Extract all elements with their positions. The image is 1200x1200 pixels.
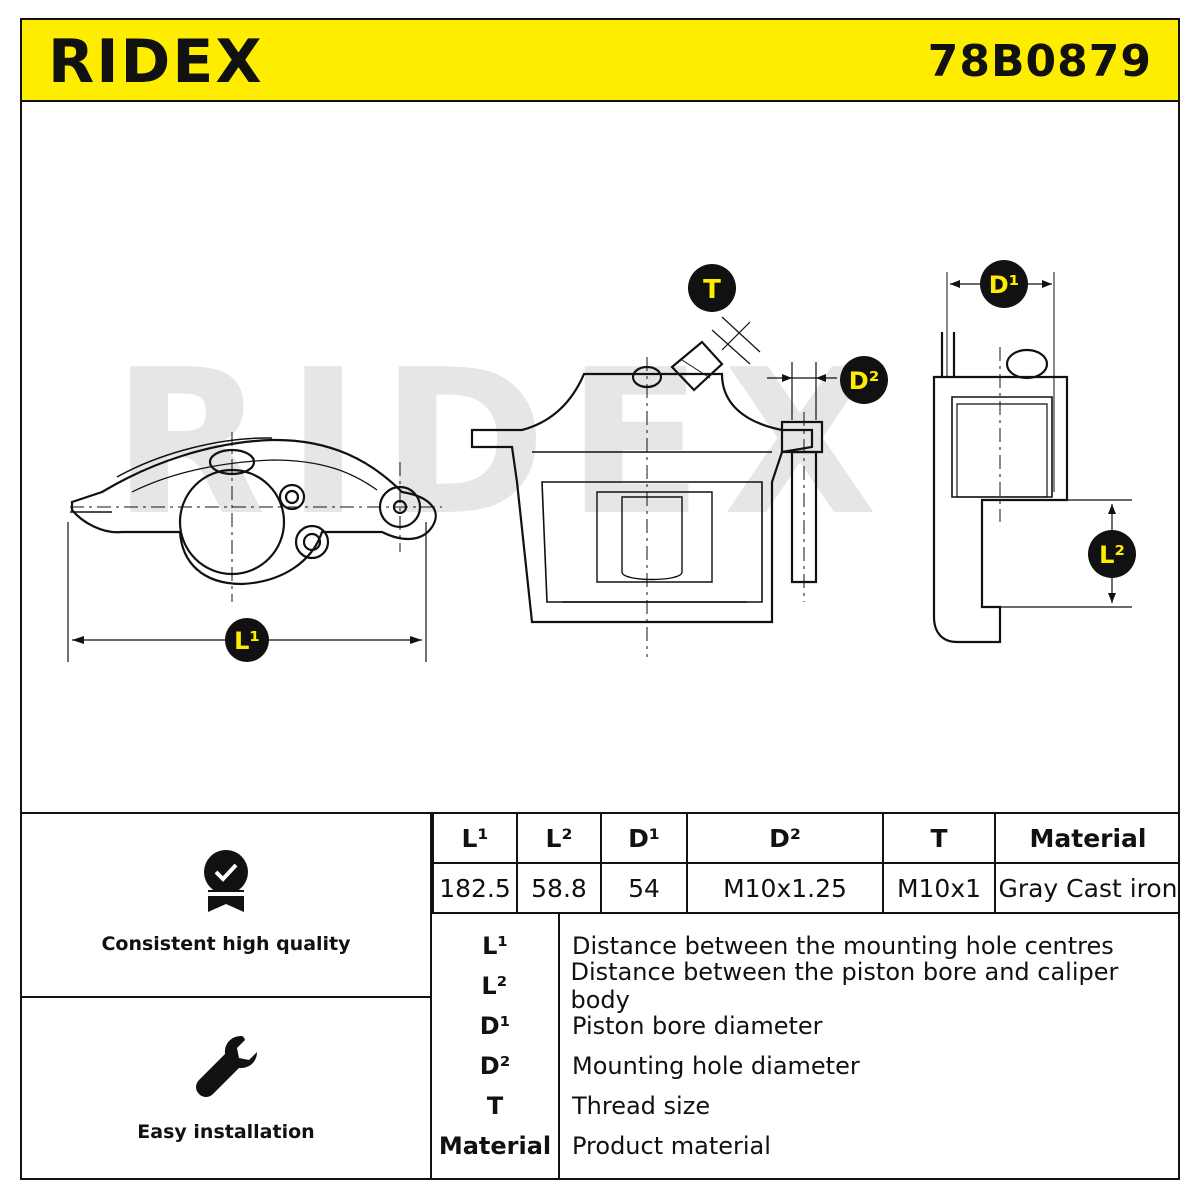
legend-description: Distance between the piston bore and cal… <box>570 958 1119 1014</box>
feature-divider <box>20 996 432 998</box>
callout-T: T <box>688 264 736 312</box>
caliper-front-view <box>470 316 837 657</box>
svg-text:T: T <box>703 275 721 305</box>
legend-key: T <box>486 1092 504 1120</box>
legend-description: Piston bore diameter <box>572 1012 823 1040</box>
legend: L¹ Distance between the mounting hole ce… <box>432 914 1178 1166</box>
legend-key: D¹ <box>479 1012 511 1040</box>
callout-D2: D² <box>840 356 888 404</box>
legend-row: T Thread size <box>432 1086 1178 1126</box>
feature-installation: Easy installation <box>22 1030 430 1143</box>
spec-header-d2: D² <box>686 814 884 864</box>
feature-quality-label: Consistent high quality <box>101 933 351 955</box>
part-number: 78B0879 <box>927 36 1152 87</box>
legend-description: Distance between the mounting hole centr… <box>572 932 1114 960</box>
spec-value-l1: 182.5 <box>432 862 518 914</box>
quality-badge-icon <box>204 850 248 912</box>
spec-value-d2: M10x1.25 <box>686 862 884 914</box>
brand-logo: RIDEX <box>48 27 264 96</box>
spec-table: L¹ L² D¹ D² T Material 182.5 58.8 54 M10… <box>432 814 1180 914</box>
spec-header-l1: L¹ <box>432 814 518 864</box>
caliper-technical-drawing: RIDEX L¹ <box>67 260 1136 662</box>
svg-text:L¹: L¹ <box>234 627 260 655</box>
legend-key: L¹ <box>482 932 508 960</box>
spec-table-value-row: 182.5 58.8 54 M10x1.25 M10x1 Gray Cast i… <box>432 862 1180 914</box>
legend-row: L¹ Distance between the mounting hole ce… <box>432 926 1178 966</box>
legend-key: L² <box>481 972 508 1000</box>
spec-header-t: T <box>882 814 996 864</box>
caliper-side-view <box>67 432 442 662</box>
caliper-section-view <box>932 272 1132 644</box>
spec-value-d1: 54 <box>600 862 688 914</box>
svg-text:D¹: D¹ <box>989 271 1019 299</box>
legend-key: D² <box>479 1052 511 1080</box>
spec-header-l2: L² <box>516 814 602 864</box>
spec-value-material: Gray Cast iron <box>994 862 1180 914</box>
spec-value-t: M10x1 <box>882 862 996 914</box>
feature-quality: Consistent high quality <box>22 846 430 955</box>
legend-row: D² Mounting hole diameter <box>432 1046 1178 1086</box>
legend-row: Material Product material <box>432 1126 1178 1166</box>
spec-header-d1: D¹ <box>600 814 688 864</box>
legend-row: L² Distance between the piston bore and … <box>432 958 1178 1014</box>
legend-divider <box>558 914 560 1180</box>
feature-installation-label: Easy installation <box>137 1121 315 1143</box>
wrench-icon <box>196 1036 257 1097</box>
legend-description: Product material <box>572 1132 771 1160</box>
legend-description: Thread size <box>572 1092 711 1120</box>
callout-L1: L¹ <box>225 618 269 662</box>
legend-description: Mounting hole diameter <box>572 1052 860 1080</box>
svg-text:RIDEX: RIDEX <box>48 27 264 96</box>
bottom-divider <box>20 812 1180 814</box>
legend-row: D¹ Piston bore diameter <box>432 1006 1178 1046</box>
svg-text:L²: L² <box>1099 541 1125 569</box>
spec-table-header-row: L¹ L² D¹ D² T Material <box>432 814 1180 864</box>
spec-header-material: Material <box>994 814 1180 864</box>
callout-L2: L² <box>1088 530 1136 578</box>
legend-key: Material <box>438 1132 552 1160</box>
spec-value-l2: 58.8 <box>516 862 602 914</box>
callout-D1: D¹ <box>980 260 1028 308</box>
svg-text:D²: D² <box>849 367 879 395</box>
header-bar: RIDEX 78B0879 <box>20 18 1180 102</box>
